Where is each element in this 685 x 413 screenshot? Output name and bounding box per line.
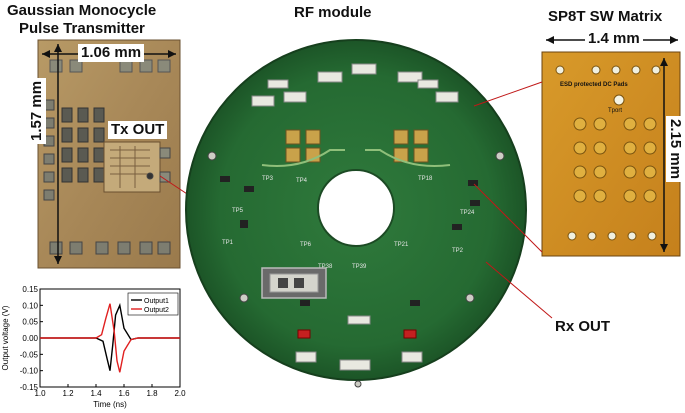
legend-label: Output2 [144, 307, 169, 314]
tx-width-label: 1.06 mm [78, 44, 145, 62]
y-tick-label: 0.15 [22, 285, 38, 294]
sw-width-label: 1.4 mm [585, 30, 643, 48]
switch-title: SP8T SW Matrix [548, 8, 663, 25]
tx-out-label: Tx OUT [108, 121, 168, 139]
tx-die-photo [37, 39, 181, 269]
rx-out-connector [485, 261, 553, 319]
x-tick-label: 2.0 [174, 389, 186, 398]
y-axis-label: Output voltage (V) [1, 305, 10, 370]
svg-text:TP1: TP1 [222, 240, 234, 246]
x-axis-label: Time (ns) [93, 400, 127, 409]
svg-text:TP38: TP38 [318, 264, 333, 270]
svg-text:TP2: TP2 [452, 248, 464, 254]
y-tick-label: 0.05 [22, 318, 38, 327]
sw-tport-label: Tport [608, 108, 623, 114]
sw-height-label: 2.15 mm [666, 116, 684, 183]
svg-text:TP3: TP3 [262, 176, 274, 182]
svg-text:TP21: TP21 [394, 242, 409, 248]
y-tick-label: 0.00 [22, 334, 38, 343]
x-tick-label: 1.2 [62, 389, 74, 398]
rx-out-label: Rx OUT [552, 318, 614, 336]
switch-matrix-photo [541, 36, 681, 257]
svg-text:TP24: TP24 [460, 210, 475, 216]
x-tick-label: 1.4 [90, 389, 102, 398]
tx-height-label: 1.57 mm [28, 77, 46, 144]
x-tick-label: 1.0 [34, 389, 46, 398]
x-tick-label: 1.6 [118, 389, 130, 398]
sw-connector-bottom [473, 183, 543, 253]
svg-text:TP4: TP4 [296, 178, 308, 184]
y-tick-label: 0.10 [22, 301, 38, 310]
tx-title-line2: Pulse Transmitter [19, 20, 145, 37]
y-tick-label: -0.05 [20, 350, 39, 359]
y-tick-label: -0.15 [20, 383, 39, 392]
sw-chip-text: ESD protected DC Pads [560, 82, 628, 88]
y-tick-label: -0.10 [20, 367, 39, 376]
svg-text:TP18: TP18 [418, 176, 433, 182]
legend-label: Output1 [144, 298, 169, 305]
rf-module-title: RF module [294, 4, 372, 21]
svg-text:TP6: TP6 [300, 242, 312, 248]
svg-text:TP5: TP5 [232, 208, 244, 214]
output-waveform-chart: 1.0 1.2 1.4 1.6 1.8 2.0 -0.15 -0.10 -0.05 0.00 0.0… [1, 285, 186, 409]
x-tick-label: 1.8 [146, 389, 158, 398]
svg-text:TP39: TP39 [352, 264, 367, 270]
tx-title-line1: Gaussian Monocycle [7, 2, 157, 19]
series-line-output2 [40, 303, 180, 373]
sw-connector-top [473, 81, 543, 107]
